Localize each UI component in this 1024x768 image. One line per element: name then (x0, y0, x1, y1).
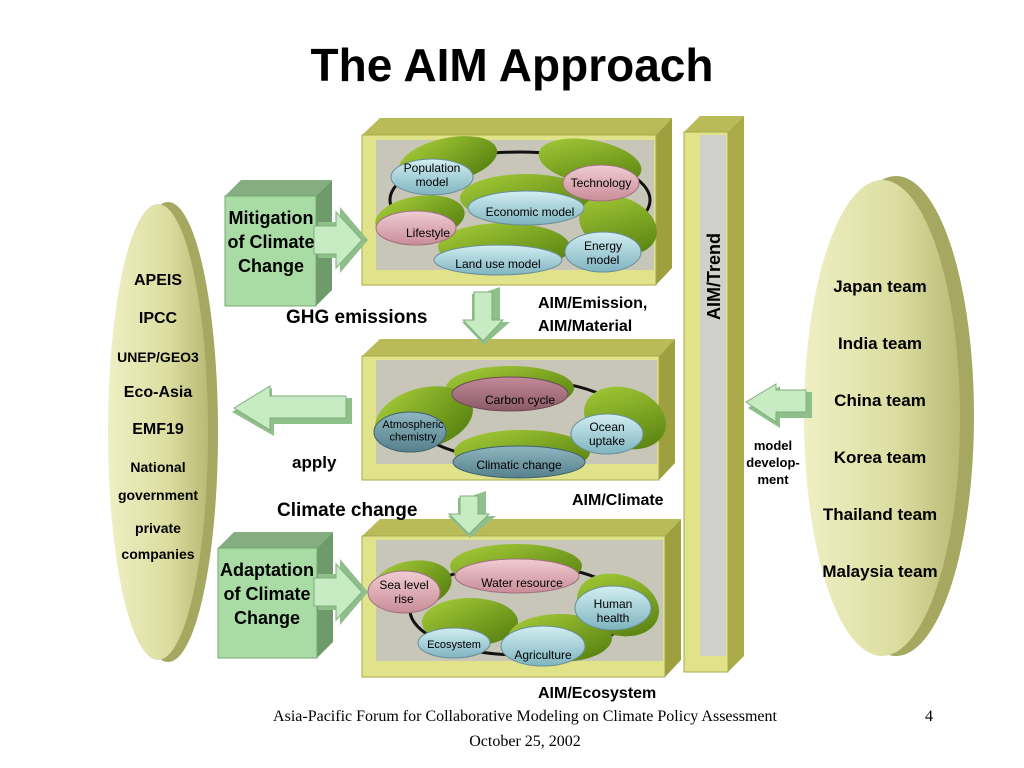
mitigation-arrow (313, 207, 368, 273)
page-number: 4 (925, 708, 933, 725)
ghg-down-arrow (461, 287, 510, 345)
left-item-apeis: APEIS (133, 272, 182, 289)
left-item-companies: companies (121, 546, 195, 562)
climate-change-label: Climate change (277, 500, 418, 521)
right-oval (804, 176, 974, 656)
right-item-japan: Japan team (833, 277, 927, 296)
adaptation-label: Adaptation of Climate Change (220, 560, 314, 628)
page-title: The AIM Approach (310, 39, 714, 91)
left-item-unep: UNEP/GEO3 (117, 349, 199, 365)
model-development-arrow (745, 383, 812, 428)
left-item-national: National (130, 459, 186, 475)
climatic-change-label: Climatic change (476, 458, 562, 472)
mitigation-label: Mitigation of Climate Change (227, 208, 315, 276)
right-item-india: India team (837, 334, 923, 353)
land-use-label: Land use model (455, 257, 540, 271)
land-use-node: Land use model (433, 244, 563, 276)
lifestyle-node: Lifestyle (375, 210, 457, 246)
right-item-malaysia: Malaysia team (822, 562, 938, 581)
carbon-cycle-label: Carbon cycle (485, 393, 555, 407)
model-development-label: model develop- ment (746, 438, 800, 487)
climatic-change-node: Climatic change (452, 445, 586, 479)
adaptation-arrow (313, 559, 368, 625)
footer-date: October 25, 2002 (469, 733, 581, 750)
aim-trend-label: AIM/Trend (704, 233, 724, 320)
right-item-thailand: Thailand team (822, 505, 938, 524)
water-resource-label: Water resource (481, 576, 563, 590)
ecosystem-node: Ecosystem (417, 627, 491, 659)
right-item-china: China team (834, 391, 926, 410)
left-item-government: government (117, 487, 199, 503)
left-item-eco-asia: Eco-Asia (123, 384, 193, 401)
ecosystem-label: Ecosystem (427, 639, 481, 651)
aim-emission-label: AIM/Emission, AIM/Material (538, 295, 648, 335)
lifestyle-label: Lifestyle (406, 226, 450, 240)
technology-node: Technology (562, 164, 640, 202)
left-item-emf19: EMF19 (132, 421, 184, 438)
ghg-emissions-label: GHG emissions (286, 307, 428, 328)
climate-down-arrow (447, 491, 496, 538)
left-item-ipcc: IPCC (138, 310, 178, 327)
aim-climate-label: AIM/Climate (572, 492, 664, 509)
water-resource-node: Water resource (454, 558, 580, 594)
aim-ecosystem-label: AIM/Ecosystem (538, 685, 657, 702)
apply-label: apply (292, 453, 337, 472)
right-item-korea: Korea team (833, 448, 927, 467)
footer-line1: Asia-Pacific Forum for Collaborative Mod… (273, 708, 777, 725)
carbon-cycle-node: Carbon cycle (451, 376, 569, 412)
economic-label: Economic model (486, 205, 575, 219)
left-item-private: private (135, 520, 181, 536)
left-oval (108, 202, 218, 662)
economic-node: Economic model (467, 190, 585, 226)
agriculture-node: Agriculture (500, 625, 586, 667)
agriculture-label: Agriculture (514, 648, 572, 662)
technology-label: Technology (571, 176, 632, 190)
apply-arrow (232, 385, 352, 436)
aim-trend-bar (683, 116, 744, 673)
